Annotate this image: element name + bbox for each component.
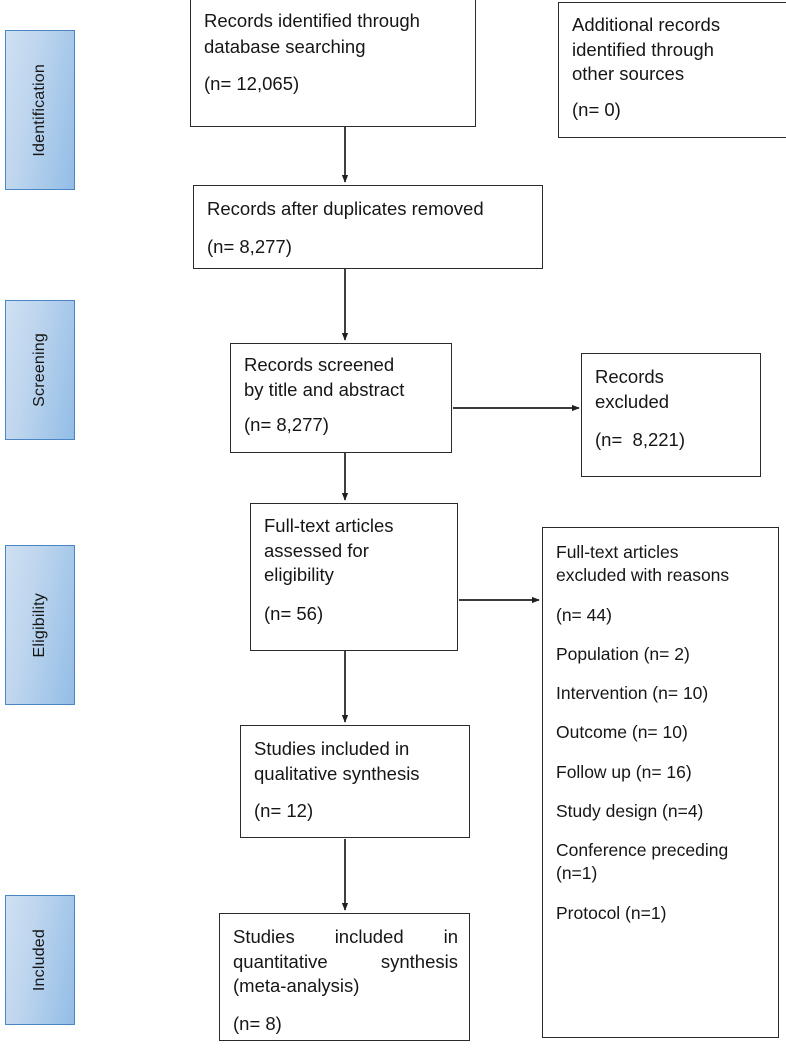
node-fulltext-excluded-line2: excluded with reasons (556, 565, 730, 586)
reason-population: Population (n= 2) (556, 643, 690, 664)
stage-label-included: Included (5, 895, 75, 1025)
node-records-identified: Records identified through database sear… (190, 0, 476, 127)
stage-label-eligibility: Eligibility (5, 545, 75, 705)
node-records-screened-count: (n= 8,277) (244, 414, 329, 436)
node-records-identified-count: (n= 12,065) (204, 73, 300, 95)
reason-study-design: Study design (n=4) (556, 800, 704, 821)
node-records-screened: Records screened by title and abstract (… (230, 343, 452, 453)
node-records-identified-line1: Records identified through (204, 10, 420, 31)
node-qualitative-synthesis: Studies included in qualitative synthesi… (240, 725, 470, 838)
node-additional-records-line2: identified through (572, 38, 714, 60)
stage-label-screening: Screening (5, 300, 75, 440)
node-quantitative-synthesis: Studies included in quantitative synthes… (219, 913, 470, 1041)
node-fulltext-excluded-line1: Full-text articles (556, 542, 679, 562)
stage-label-screening-text: Screening (31, 333, 48, 407)
stage-label-included-text: Included (31, 928, 48, 992)
node-qualitative-synthesis-count: (n= 12) (254, 800, 314, 822)
node-additional-records-line1: Additional records (572, 14, 721, 35)
node-duplicates-removed-count: (n= 8,277) (207, 235, 292, 257)
reason-follow-up: Follow up (n= 16) (556, 761, 692, 782)
node-additional-records-line3: other sources (572, 63, 685, 85)
reason-protocol: Protocol (n=1) (556, 902, 667, 923)
node-fulltext-assessed: Full-text articles assessed for eligibil… (250, 503, 458, 651)
node-duplicates-removed: Records after duplicates removed (n= 8,2… (193, 185, 543, 269)
node-quantitative-synthesis-line1: Studies included in (233, 926, 458, 947)
node-fulltext-excluded-reasons: Full-text articles excluded with reasons… (542, 527, 779, 1038)
node-records-excluded-line1: Records (595, 366, 664, 387)
node-qualitative-synthesis-line1: Studies included in (254, 738, 410, 759)
node-quantitative-synthesis-line3: (meta-analysis) (233, 975, 360, 997)
reason-intervention: Intervention (n= 10) (556, 683, 709, 704)
reason-outcome: Outcome (n= 10) (556, 722, 688, 743)
node-duplicates-removed-line1: Records after duplicates removed (207, 198, 484, 219)
node-records-excluded-count: (n= 8,221) (595, 429, 685, 451)
node-quantitative-synthesis-count: (n= 8) (233, 1012, 282, 1034)
stage-label-identification: Identification (5, 30, 75, 190)
reason-conference-preceding-line1: Conference preceding (556, 840, 729, 861)
node-records-identified-line2: database searching (204, 35, 366, 57)
node-fulltext-excluded-count: (n= 44) (556, 604, 612, 625)
node-records-screened-line1: Records screened (244, 354, 395, 375)
node-additional-records: Additional records identified through ot… (558, 2, 786, 138)
node-fulltext-assessed-count: (n= 56) (264, 602, 324, 624)
stage-label-eligibility-text: Eligibility (31, 592, 48, 658)
node-records-excluded-line2: excluded (595, 390, 670, 412)
reason-conference-preceding-line2: (n=1) (556, 863, 598, 884)
node-fulltext-assessed-line2: assessed for (264, 539, 369, 561)
node-records-excluded: Records excluded (n= 8,221) (581, 353, 761, 477)
stage-label-identification-text: Identification (31, 63, 48, 157)
node-fulltext-assessed-line3: eligibility (264, 564, 334, 586)
node-fulltext-assessed-line1: Full-text articles (264, 515, 394, 536)
node-qualitative-synthesis-line2: qualitative synthesis (254, 762, 420, 784)
node-quantitative-synthesis-line2: quantitative synthesis (233, 950, 458, 972)
node-records-screened-line2: by title and abstract (244, 378, 405, 400)
node-additional-records-count: (n= 0) (572, 98, 621, 120)
